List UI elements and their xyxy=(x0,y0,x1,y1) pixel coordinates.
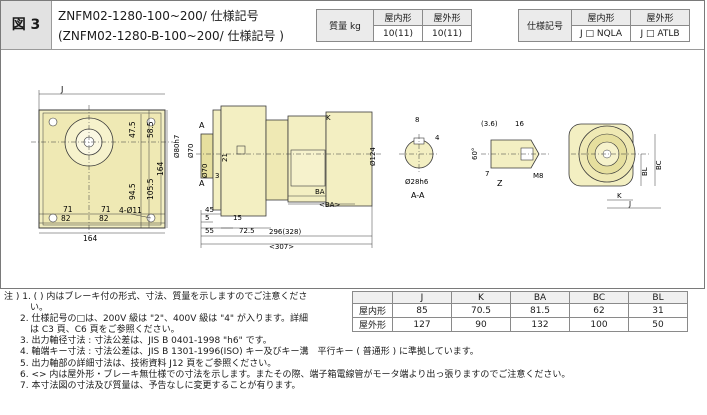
end-dim-BC: BC xyxy=(655,160,663,170)
side-dim-80h7: Ø80h7 xyxy=(173,135,181,158)
side-dim-5: 5 xyxy=(205,214,209,222)
dim-cell: 85 xyxy=(392,303,452,318)
spec-val-indoor: J □ NQLA xyxy=(571,25,631,42)
mass-col-indoor: 屋内形 xyxy=(373,9,423,26)
model-title: ZNFM02-1280-100~200/ 仕様記号 xyxy=(58,9,259,23)
dim-header-BA: BA xyxy=(510,291,570,304)
front-dim-58-5: 58.5 xyxy=(146,121,155,138)
drawing-frame: 図 3 ZNFM02-1280-100~200/ 仕様記号 (ZNFM02-12… xyxy=(0,0,705,289)
note-1: 注 ) 1. ( ) 内はブレーキ付の形式、寸法、質量を示しますのでご注意くださ xyxy=(4,292,308,302)
note-5: 5. 出力軸部の詳細寸法は、技術資料 J12 頁をご参照ください。 xyxy=(20,358,277,369)
note-3: 3. 出力軸径寸法 : 寸法公差は、JIS B 0401-1998 "h6" で… xyxy=(20,336,272,347)
dim-header-corner xyxy=(352,291,393,304)
key-dim-7: 7 xyxy=(485,170,489,178)
note-4: 4. 軸端キー寸法 : 寸法公差は、JIS B 1301-1996(ISO) キ… xyxy=(20,347,479,358)
side-dim-BA-outdoor: <BA> xyxy=(319,201,340,209)
notes-section: 注 ) 1. ( ) 内はブレーキ付の形式、寸法、質量を示しますのでご注意くださ… xyxy=(4,292,570,392)
key-detail-view: (3.6) 16 60° 7 Z M8 xyxy=(471,120,549,188)
dim-cell: 132 xyxy=(510,317,570,332)
key-label-Z: Z xyxy=(497,179,503,188)
dim-header-J: J xyxy=(392,291,452,304)
side-dim-BA: BA xyxy=(315,188,325,196)
spec-code-table: 仕様記号 屋内形 屋外形 J □ NQLA J □ ATLB xyxy=(518,9,690,42)
key-dim-60deg: 60° xyxy=(471,148,479,160)
front-dim-71-left: 71 xyxy=(63,205,73,214)
front-dim-82-left: 82 xyxy=(61,214,71,223)
end-dim-J: J xyxy=(628,200,631,208)
side-dim-296: 296(328) xyxy=(269,228,301,236)
section-view: 8 4 Ø28h6 A-A xyxy=(399,116,440,200)
side-label-A-top: A xyxy=(199,121,205,130)
section-dim-8: 8 xyxy=(415,116,419,124)
mass-col-outdoor: 屋外形 xyxy=(422,9,472,26)
side-dim-55: 55 xyxy=(205,227,214,235)
drawing-header: 図 3 ZNFM02-1280-100~200/ 仕様記号 (ZNFM02-12… xyxy=(1,1,704,50)
end-dim-BL: BL xyxy=(641,167,649,176)
table-row: 屋外形 127 90 132 100 50 xyxy=(352,317,688,332)
dim-cell: 100 xyxy=(569,317,629,332)
side-dim-70b: Ø70 xyxy=(201,164,209,178)
front-dim-bolt-holes: 4-Ø11 xyxy=(119,206,142,215)
note-1-cont: い。 xyxy=(30,303,49,314)
dimension-table-header: J K BA BC BL xyxy=(352,291,688,304)
side-dim-K: K xyxy=(326,114,331,122)
key-dim-M8: M8 xyxy=(533,172,544,180)
front-dim-J: J xyxy=(60,85,63,94)
front-dim-164-v: 164 xyxy=(156,161,165,176)
section-dim-4: 4 xyxy=(435,134,440,142)
front-dim-47-5: 47.5 xyxy=(128,121,137,138)
spec-col-outdoor: 屋外形 xyxy=(630,9,690,26)
section-label: A-A xyxy=(411,191,425,200)
key-dim-16: 16 xyxy=(515,120,524,128)
section-dim-28h6: Ø28h6 xyxy=(405,178,429,186)
side-dim-15: 15 xyxy=(233,214,242,222)
side-dim-124: Ø124 xyxy=(369,147,377,166)
dim-cell: 127 xyxy=(392,317,452,332)
dim-header-K: K xyxy=(451,291,511,304)
front-view: J 47.5 58.5 164 94.5 105.5 71 82 71 82 1… xyxy=(31,85,173,243)
dim-cell: 31 xyxy=(628,303,688,318)
figure-number: 図 3 xyxy=(1,1,52,49)
spec-val-outdoor: J □ ATLB xyxy=(630,25,690,42)
front-dim-71-right: 71 xyxy=(101,205,111,214)
front-dim-94-5: 94.5 xyxy=(128,183,137,200)
dim-cell: 70.5 xyxy=(451,303,511,318)
side-view: A A Ø80h7 Ø70 Ø70 3 21 Ø124 BA <BA> 45 5… xyxy=(173,105,381,251)
key-dim-3-6: (3.6) xyxy=(481,120,498,128)
side-dim-70a: Ø70 xyxy=(187,144,195,158)
note-2-cont: は C3 頁、C6 頁をご参照ください。 xyxy=(30,325,180,336)
side-dim-3: 3 xyxy=(215,172,219,180)
dimension-table: J K BA BC BL 屋内形 85 70.5 81.5 62 31 屋外形 … xyxy=(352,291,688,332)
dim-header-BL: BL xyxy=(628,291,688,304)
end-view: BL BC K J xyxy=(568,123,663,209)
dim-cell: 50 xyxy=(628,317,688,332)
dimension-drawing: J 47.5 58.5 164 94.5 105.5 71 82 71 82 1… xyxy=(31,85,663,251)
front-dim-164-h: 164 xyxy=(83,234,98,243)
spec-label: 仕様記号 xyxy=(518,9,572,42)
dim-row-label-indoor: 屋内形 xyxy=(352,303,393,318)
dim-row-label-outdoor: 屋外形 xyxy=(352,317,393,332)
mass-table: 質量 kg 屋内形 屋外形 10(11) 10(11) xyxy=(316,9,472,42)
mass-val-outdoor: 10(11) xyxy=(422,25,472,42)
mass-label: 質量 kg xyxy=(316,9,374,42)
side-dim-72-5: 72.5 xyxy=(239,227,255,235)
spec-col-indoor: 屋内形 xyxy=(571,9,631,26)
mass-val-indoor: 10(11) xyxy=(373,25,423,42)
note-2: 2. 仕様記号の□は、200V 級は "2"、400V 級は "4" が入ります… xyxy=(20,314,309,325)
side-dim-45: 45 xyxy=(205,206,214,214)
end-dim-K: K xyxy=(617,192,622,200)
dim-cell: 90 xyxy=(451,317,511,332)
side-dim-307: <307> xyxy=(269,243,294,251)
note-7: 7. 本寸法図の寸法及び質量は、予告なしに変更することが有ります。 xyxy=(20,380,301,391)
model-title-brake: (ZNFM02-1280-B-100~200/ 仕様記号 ) xyxy=(58,29,284,43)
side-dim-21: 21 xyxy=(221,153,229,162)
note-6: 6. <> 内は屋外形・ブレーキ無仕様での寸法を示します。またその際、端子箱電線… xyxy=(20,369,571,380)
table-row: 屋内形 85 70.5 81.5 62 31 xyxy=(352,303,688,318)
front-dim-82-right: 82 xyxy=(99,214,109,223)
front-dim-105-5: 105.5 xyxy=(146,178,155,200)
side-label-A-bottom: A xyxy=(199,179,205,188)
dim-cell: 81.5 xyxy=(510,303,570,318)
dim-header-BC: BC xyxy=(569,291,629,304)
dim-cell: 62 xyxy=(569,303,629,318)
